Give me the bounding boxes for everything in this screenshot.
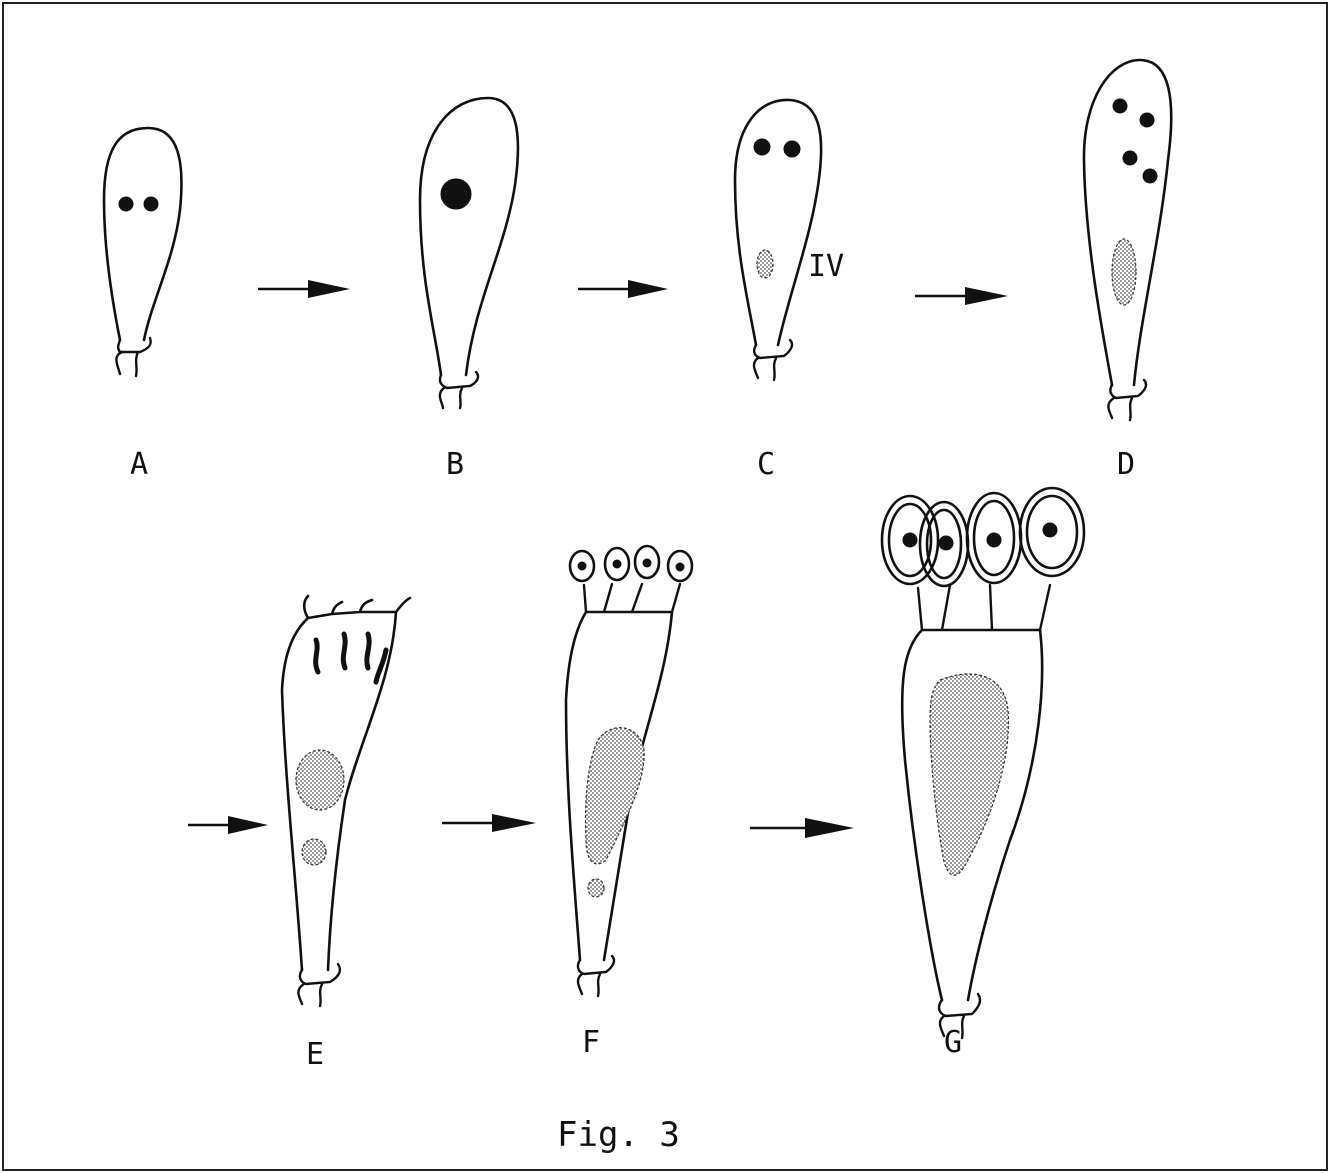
label-c: C [757,447,775,482]
vacuole-icon [586,728,645,864]
figure-caption: Fig. 3 [557,1115,680,1155]
nucleus-icon [784,141,800,157]
figure-frame [3,3,1327,1170]
nucleus-icon [144,197,158,211]
nucleus-icon [1143,169,1157,183]
label-g: G [944,1025,962,1060]
cell-g [882,488,1084,1038]
arrow-a-b [258,280,350,298]
cell-f [566,546,692,996]
cell-d [1084,60,1171,420]
nucleus-icon [1123,151,1137,165]
arrow-e-f [442,814,536,832]
arrow-b-c [578,280,668,298]
vacuole-icon [1112,239,1136,305]
nucleus-icon [1113,99,1127,113]
cell-a [104,128,181,376]
nucleus-icon [1140,113,1154,127]
label-f: F [582,1025,600,1060]
arrow-to-e [188,816,268,834]
label-a: A [130,447,148,482]
label-b: B [446,447,464,482]
fused-nucleus-icon [441,179,471,209]
nucleus-icon [119,197,133,211]
nucleus-icon [754,139,770,155]
chromosome-icon [316,640,318,672]
vacuole-icon [930,674,1008,875]
vacuole-icon [757,250,773,278]
vacuole-icon [296,750,344,810]
cell-c [735,100,821,380]
vacuole-icon [302,839,326,865]
arrow-c-d [915,287,1008,305]
vacuole-icon [588,879,604,897]
annotation-iv: IV [808,249,844,284]
chromosome-icon [343,634,345,668]
chromosome-icon [367,634,369,668]
label-d: D [1117,447,1135,482]
label-e: E [306,1037,324,1072]
arrow-f-g [750,818,854,838]
cell-b [420,98,518,408]
cell-e [282,596,410,1006]
